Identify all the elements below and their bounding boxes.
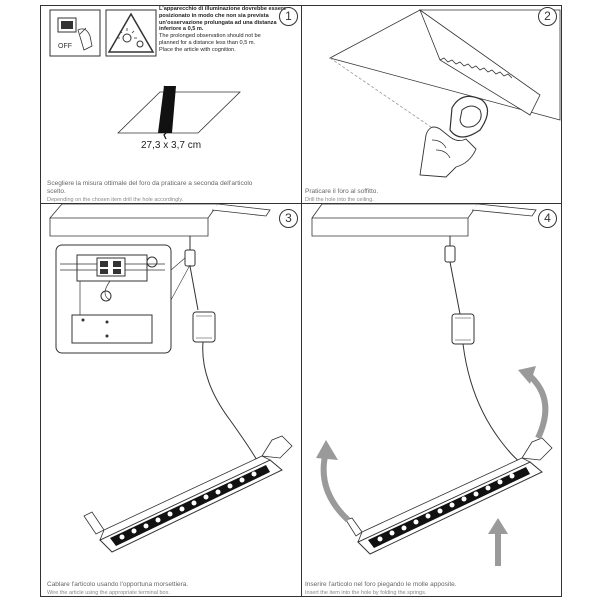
step-3-drawing <box>49 203 293 553</box>
power-off-icon <box>49 9 101 57</box>
warning-italian: L'apparecchio di illuminazione dovrebbe … <box>159 6 287 33</box>
light-warning-icon <box>105 9 157 57</box>
step-1-number: 1 <box>279 7 298 26</box>
warning-english-3: Place the article with cognition. <box>159 46 236 53</box>
step-4-caption-it: Inserire l'articolo nel foro piegando le… <box>305 581 457 588</box>
hand-icon <box>419 126 477 178</box>
step-1-panel: 1 L'apparecchio di illuminazione dovrebb… <box>0 0 300 203</box>
fold-arrow-left <box>320 451 351 523</box>
terminal-detail-box <box>55 244 191 354</box>
driver-box <box>192 311 216 343</box>
step-3-caption-en: Wire the article using the appropriate t… <box>47 590 170 596</box>
saw-icon <box>419 8 541 138</box>
power-cable <box>449 236 461 315</box>
ceiling-panel <box>328 9 561 121</box>
step-2-panel: 2 Praticare il foro al soffitto. Drill t… <box>0 0 600 203</box>
warning-english-2: planned for a distance less than 0,5 m. <box>159 39 256 46</box>
cutout-dimension: 27,3 x 3,7 cm <box>141 140 202 151</box>
step-1-caption-it-2: scelto. <box>47 188 66 195</box>
off-label: OFF <box>58 43 72 50</box>
linear-luminaire <box>345 437 553 555</box>
driver-cable <box>462 343 521 463</box>
step-2-caption-it: Praticare il foro al soffitto. <box>305 188 379 195</box>
driver-box <box>451 313 475 345</box>
fold-arrow-right <box>527 373 549 440</box>
spring-clip-right <box>261 435 293 459</box>
warning-english-1: The prolonged observation should not be <box>159 33 261 40</box>
step-4-caption-en: Insert the item into the hole by folding… <box>305 590 427 596</box>
step-2-caption-en: Drill the hole into the ceiling. <box>305 197 374 203</box>
warning-text: L'apparecchio di illuminazione dovrebbe … <box>159 6 289 54</box>
step-1-drawing <box>49 9 241 140</box>
ceiling-panel <box>311 203 479 237</box>
step-2-drawing <box>328 8 561 178</box>
step-3-panel: 3 Cablare l'articolo usando l'opportuna … <box>47 203 298 596</box>
horizontal-divider <box>40 203 562 204</box>
spring-clip-right <box>521 437 553 461</box>
cut-line <box>329 57 451 141</box>
step-3-number: 3 <box>279 209 298 228</box>
driver-cable <box>202 341 259 463</box>
spring-clip-left <box>345 517 363 537</box>
step-1-caption-it: Scegliere la misura ottimale del foro da… <box>47 180 253 187</box>
step-1-caption-en: Depending on the chosen item drill the h… <box>47 197 184 203</box>
cable-connector <box>444 245 456 263</box>
cutout-illustration <box>117 85 241 140</box>
linear-luminaire <box>83 435 293 553</box>
push-up-arrow <box>495 532 501 566</box>
step-4-number: 4 <box>538 209 557 228</box>
power-cable <box>189 236 199 311</box>
step-3-caption-it: Cablare l'articolo usando l'opportuna mo… <box>47 581 189 588</box>
step-2-number: 2 <box>538 7 557 26</box>
vertical-divider <box>301 5 302 597</box>
spring-clip-left <box>83 511 105 535</box>
